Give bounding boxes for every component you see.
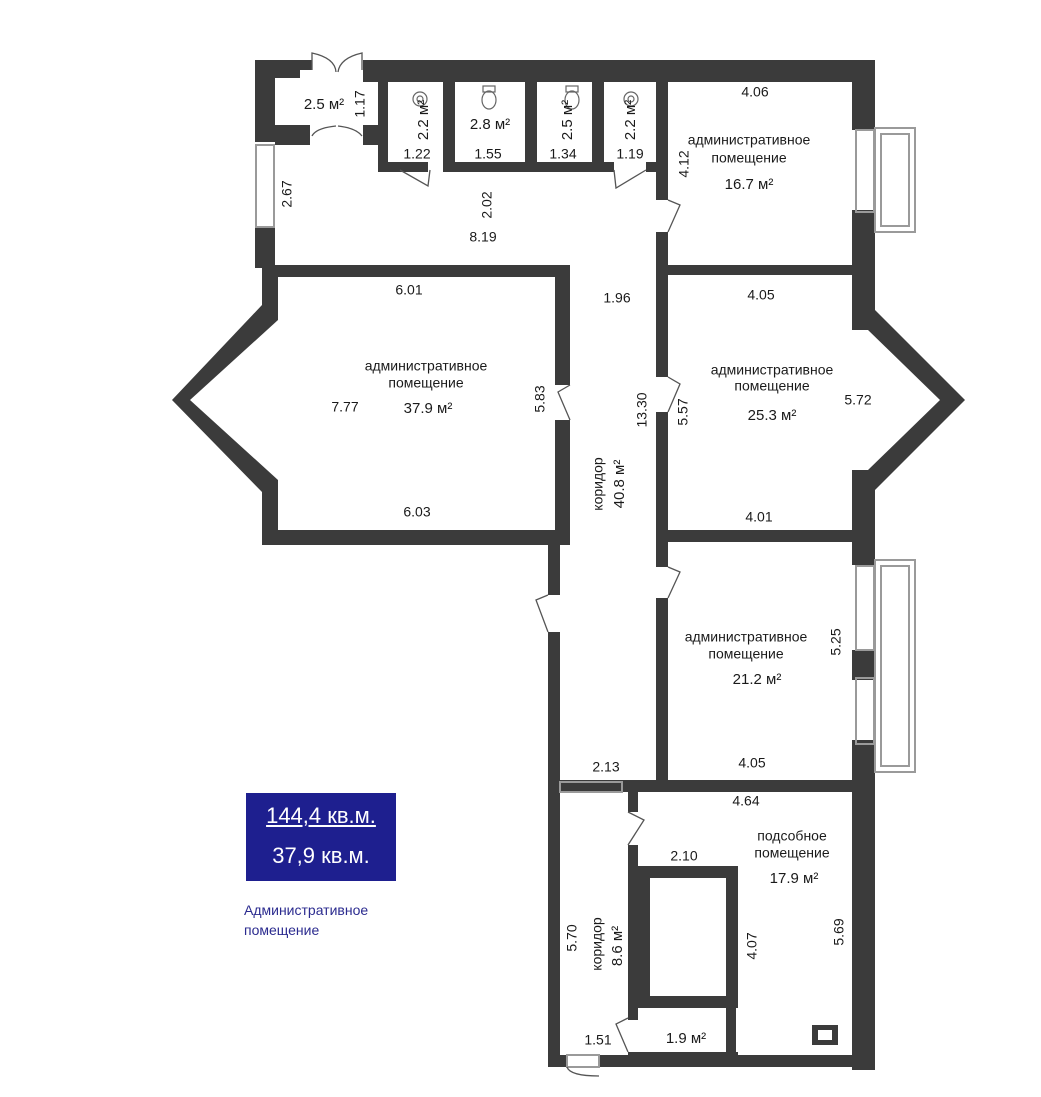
office-mid-right-title1: административное — [710, 361, 834, 378]
dim-2-02: 2.02 — [478, 191, 495, 219]
dim-1-17: 1.17 — [351, 90, 368, 118]
total-area: 144,4 кв.м. — [266, 803, 376, 828]
area-summary-box: 144,4 кв.м. 37,9 кв.м. — [246, 793, 396, 881]
office-low-right-area: 21.2 м² — [732, 671, 782, 689]
corridor-main-name: коридор — [589, 457, 606, 511]
office-big-title2: помещение — [388, 374, 464, 391]
windows — [255, 127, 916, 1068]
caption-line-1: Административное — [244, 902, 369, 918]
dim-1-96: 1.96 — [603, 289, 631, 306]
wc4-area: 2.2 м² — [622, 99, 640, 141]
dim-7-77: 7.77 — [331, 398, 359, 415]
corridor-small-area: 8.6 м² — [609, 925, 627, 967]
dim-4-12: 4.12 — [675, 150, 692, 178]
dim-5-57: 5.57 — [674, 398, 691, 426]
office-area: 37,9 кв.м. — [272, 843, 370, 868]
dim-1-34: 1.34 — [549, 145, 577, 162]
vestibule-area: 2.5 м² — [303, 96, 345, 114]
sanitary-fixtures — [412, 85, 639, 110]
dim-1-55: 1.55 — [474, 145, 502, 162]
dim-5-70: 5.70 — [563, 924, 580, 952]
dim-6-01: 6.01 — [395, 281, 423, 298]
office-top-right-title1: административное — [687, 131, 811, 148]
dim-8-19: 8.19 — [469, 228, 497, 245]
dim-5-72: 5.72 — [844, 391, 872, 408]
dim-4-05-a: 4.05 — [747, 286, 775, 303]
dim-1-19: 1.19 — [616, 145, 644, 162]
office-mid-right-area: 25.3 м² — [747, 407, 797, 425]
dim-13-30: 13.30 — [633, 392, 650, 428]
dim-6-03: 6.03 — [403, 503, 431, 520]
dim-4-06: 4.06 — [741, 83, 769, 100]
summary-caption: Административное помещение — [244, 900, 368, 940]
dim-2-13: 2.13 — [592, 758, 620, 775]
dim-5-69: 5.69 — [830, 918, 847, 946]
utility-area: 17.9 м² — [769, 870, 819, 888]
walls — [172, 60, 965, 1070]
doors — [311, 52, 681, 1077]
office-low-right-title1: административное — [684, 628, 808, 645]
storage-area: 1.9 м² — [665, 1030, 707, 1048]
dim-2-10: 2.10 — [670, 847, 698, 864]
corridor-main-area: 40.8 м² — [611, 459, 629, 509]
dim-4-05-b: 4.05 — [738, 754, 766, 771]
wc1-area: 2.2 м² — [415, 99, 433, 141]
office-top-right-title2: помещение — [711, 149, 787, 166]
dim-1-51: 1.51 — [584, 1031, 612, 1048]
storage-core — [650, 878, 726, 996]
dim-2-67: 2.67 — [278, 180, 295, 208]
dim-4-07: 4.07 — [743, 932, 760, 960]
office-mid-right-title2: помещение — [734, 377, 810, 394]
corridor-small-name: коридор — [588, 917, 605, 971]
dim-5-83: 5.83 — [531, 385, 548, 413]
dim-4-64: 4.64 — [732, 792, 760, 809]
dim-4-01: 4.01 — [745, 508, 773, 525]
utility-title1: подсобное — [757, 827, 827, 844]
utility-title2: помещение — [754, 844, 830, 861]
dim-1-22: 1.22 — [403, 145, 431, 162]
office-big-area: 37.9 м² — [403, 400, 453, 418]
wc2-area: 2.8 м² — [469, 116, 511, 134]
caption-line-2: помещение — [244, 922, 320, 938]
office-low-right-title2: помещение — [708, 645, 784, 662]
dim-5-25: 5.25 — [827, 628, 844, 656]
office-top-right-area: 16.7 м² — [724, 176, 774, 194]
wc3-area: 2.5 м² — [559, 99, 577, 141]
office-big-title1: административное — [364, 357, 488, 374]
